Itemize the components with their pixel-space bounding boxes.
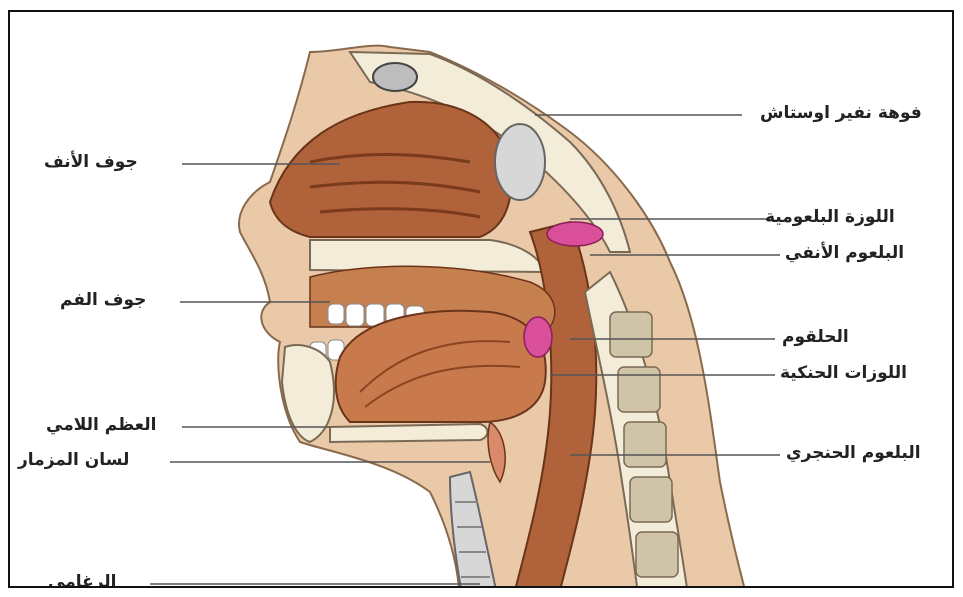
label-trachea: الرغامى (48, 572, 117, 588)
palatine-tonsil-shape (524, 317, 552, 357)
sinus-air-cavity (495, 124, 545, 200)
sphenoid-sinus (373, 63, 417, 91)
label-palatine-tonsils: اللوزات الحنكية (780, 363, 907, 383)
head-sagittal-section-illustration (10, 12, 954, 588)
diagram-frame: جوف الأنف جوف الفم العظم اللامي لسان الم… (8, 10, 954, 588)
label-pharynx: الحلقوم (782, 327, 849, 347)
label-epiglottis: لسان المزمار (18, 450, 129, 470)
label-nasal-cavity: جوف الأنف (44, 152, 138, 172)
label-oral-cavity: جوف الفم (60, 290, 146, 310)
hyoid-bone-shape (330, 424, 488, 442)
label-nasopharynx: البلعوم الأنفي (785, 243, 904, 263)
label-pharyngeal-tonsil: اللوزة البلعومية (765, 207, 895, 227)
pharyngeal-tonsil-shape (547, 222, 603, 246)
label-eustachian-opening: فوهة نفير اوستاش (760, 103, 922, 123)
label-hyoid-bone: العظم اللامي (46, 415, 156, 435)
label-laryngopharynx: البلعوم الحنجري (786, 443, 921, 463)
